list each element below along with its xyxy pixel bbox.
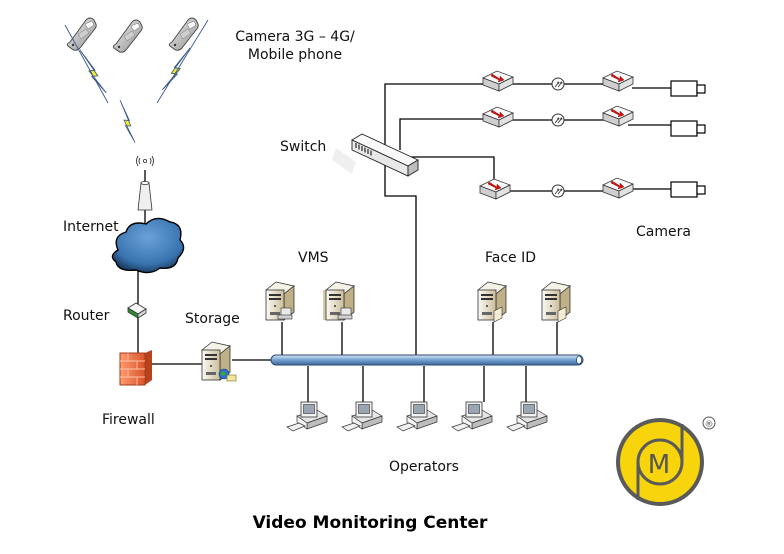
wire-switch-bus bbox=[384, 165, 417, 360]
connections bbox=[137, 83, 671, 402]
faceid-server-icon bbox=[541, 281, 571, 323]
operators-group bbox=[286, 401, 548, 432]
vms-group bbox=[265, 281, 355, 321]
wire-switch-chain-3 bbox=[408, 156, 495, 186]
media-converter-icon bbox=[479, 178, 511, 200]
signal-line bbox=[64, 24, 109, 104]
media-converter-icon bbox=[602, 70, 634, 92]
mobile-phone-icon bbox=[66, 17, 97, 51]
workstation-icon bbox=[341, 401, 383, 432]
media-converter-icon bbox=[482, 70, 514, 92]
network-bus bbox=[270, 354, 584, 366]
company-logo: M ® bbox=[616, 416, 716, 506]
label-storage: Storage bbox=[185, 311, 240, 327]
diagram-title: Video Monitoring Center bbox=[253, 513, 488, 533]
firewall-icon bbox=[119, 350, 152, 386]
wire-switch-chain-2 bbox=[399, 118, 487, 150]
lightning-icon bbox=[161, 44, 191, 94]
storage-server-icon bbox=[201, 341, 237, 382]
media-converter-icon bbox=[482, 106, 514, 128]
router-icon bbox=[127, 302, 147, 319]
workstation-icon bbox=[286, 401, 328, 432]
registered-mark: ® bbox=[705, 420, 714, 430]
camera-icon bbox=[670, 80, 706, 97]
fiber-coupler-icon bbox=[551, 184, 565, 198]
logo-letter: M bbox=[648, 450, 670, 480]
vms-server-icon bbox=[323, 281, 355, 321]
vms-server-icon bbox=[265, 281, 295, 321]
faceid-group bbox=[477, 281, 571, 323]
camera-icon bbox=[670, 181, 706, 198]
label-mobile-line2: Mobile phone bbox=[248, 47, 342, 63]
fiber-coupler-icon bbox=[551, 77, 565, 91]
media-converter-icon bbox=[602, 177, 634, 199]
mobile-phone-icon bbox=[168, 17, 199, 51]
label-vms: VMS bbox=[298, 250, 329, 266]
camera-chain-2 bbox=[482, 105, 706, 137]
workstation-icon bbox=[506, 401, 548, 432]
label-router: Router bbox=[63, 308, 110, 324]
label-mobile-line1: Camera 3G – 4G/ bbox=[235, 29, 355, 45]
label-camera: Camera bbox=[636, 224, 691, 240]
faceid-server-icon bbox=[477, 281, 507, 323]
antenna-icon bbox=[136, 155, 154, 211]
cloud-icon bbox=[111, 217, 185, 274]
label-internet: Internet bbox=[63, 219, 119, 235]
wire-switch-chain-1 bbox=[384, 83, 487, 150]
workstation-icon bbox=[396, 401, 438, 432]
camera-icon bbox=[670, 120, 706, 137]
workstation-icon bbox=[451, 401, 493, 432]
label-firewall: Firewall bbox=[102, 412, 155, 428]
lightning-icon bbox=[79, 46, 107, 97]
lightning-icon bbox=[116, 99, 139, 143]
label-face-id: Face ID bbox=[485, 250, 536, 266]
media-converter-icon bbox=[602, 105, 634, 127]
fiber-coupler-icon bbox=[551, 113, 565, 127]
mobile-phone-icon bbox=[112, 19, 143, 53]
mobile-group bbox=[64, 17, 209, 143]
label-switch: Switch bbox=[280, 139, 326, 155]
switch-icon bbox=[332, 133, 419, 177]
signal-line bbox=[156, 19, 209, 104]
camera-chain-3 bbox=[479, 177, 706, 200]
label-operators: Operators bbox=[389, 459, 459, 475]
